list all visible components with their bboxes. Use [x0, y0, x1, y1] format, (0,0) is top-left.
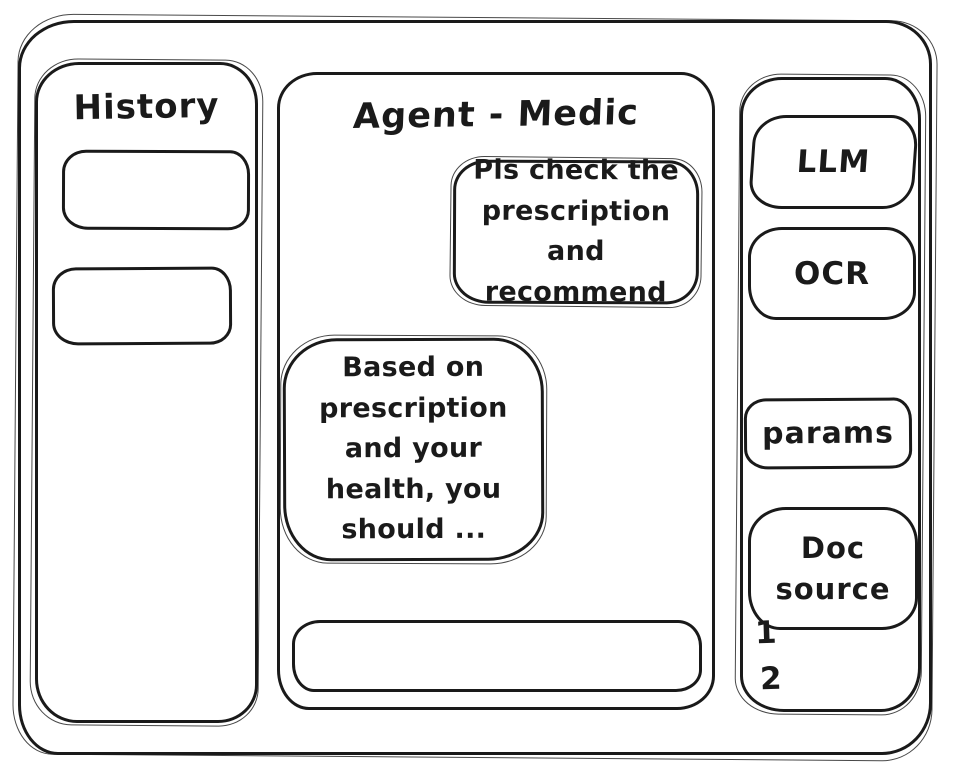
chat-panel: Agent - Medic Pls check the prescription…	[277, 72, 715, 710]
message-input[interactable]	[292, 620, 702, 692]
history-item[interactable]	[61, 149, 251, 231]
ocr-button[interactable]: OCR	[748, 227, 916, 320]
history-title: History	[73, 85, 220, 129]
llm-button[interactable]: LLM	[747, 115, 920, 209]
doc-source-item-2[interactable]: 2	[759, 660, 783, 698]
doc-source-item-1[interactable]: 1	[754, 614, 778, 652]
history-sidebar: History	[35, 62, 258, 723]
params-button[interactable]: params	[743, 397, 913, 470]
user-message-bubble: Pls check the prescription and recommend	[452, 155, 700, 308]
assistant-message-text: Based on prescription and your health, y…	[319, 352, 508, 546]
doc-source-button[interactable]: Doc source	[748, 507, 918, 630]
history-item[interactable]	[51, 266, 233, 346]
user-message-text: Pls check the prescription and recommend	[473, 154, 680, 308]
tools-panel: LLM OCR params Doc source 1 2	[740, 77, 921, 712]
assistant-message-bubble: Based on prescription and your health, y…	[282, 337, 545, 562]
app-window-frame: History Agent - Medic Pls check the pres…	[18, 20, 932, 755]
chat-title: Agent - Medic	[352, 92, 640, 138]
